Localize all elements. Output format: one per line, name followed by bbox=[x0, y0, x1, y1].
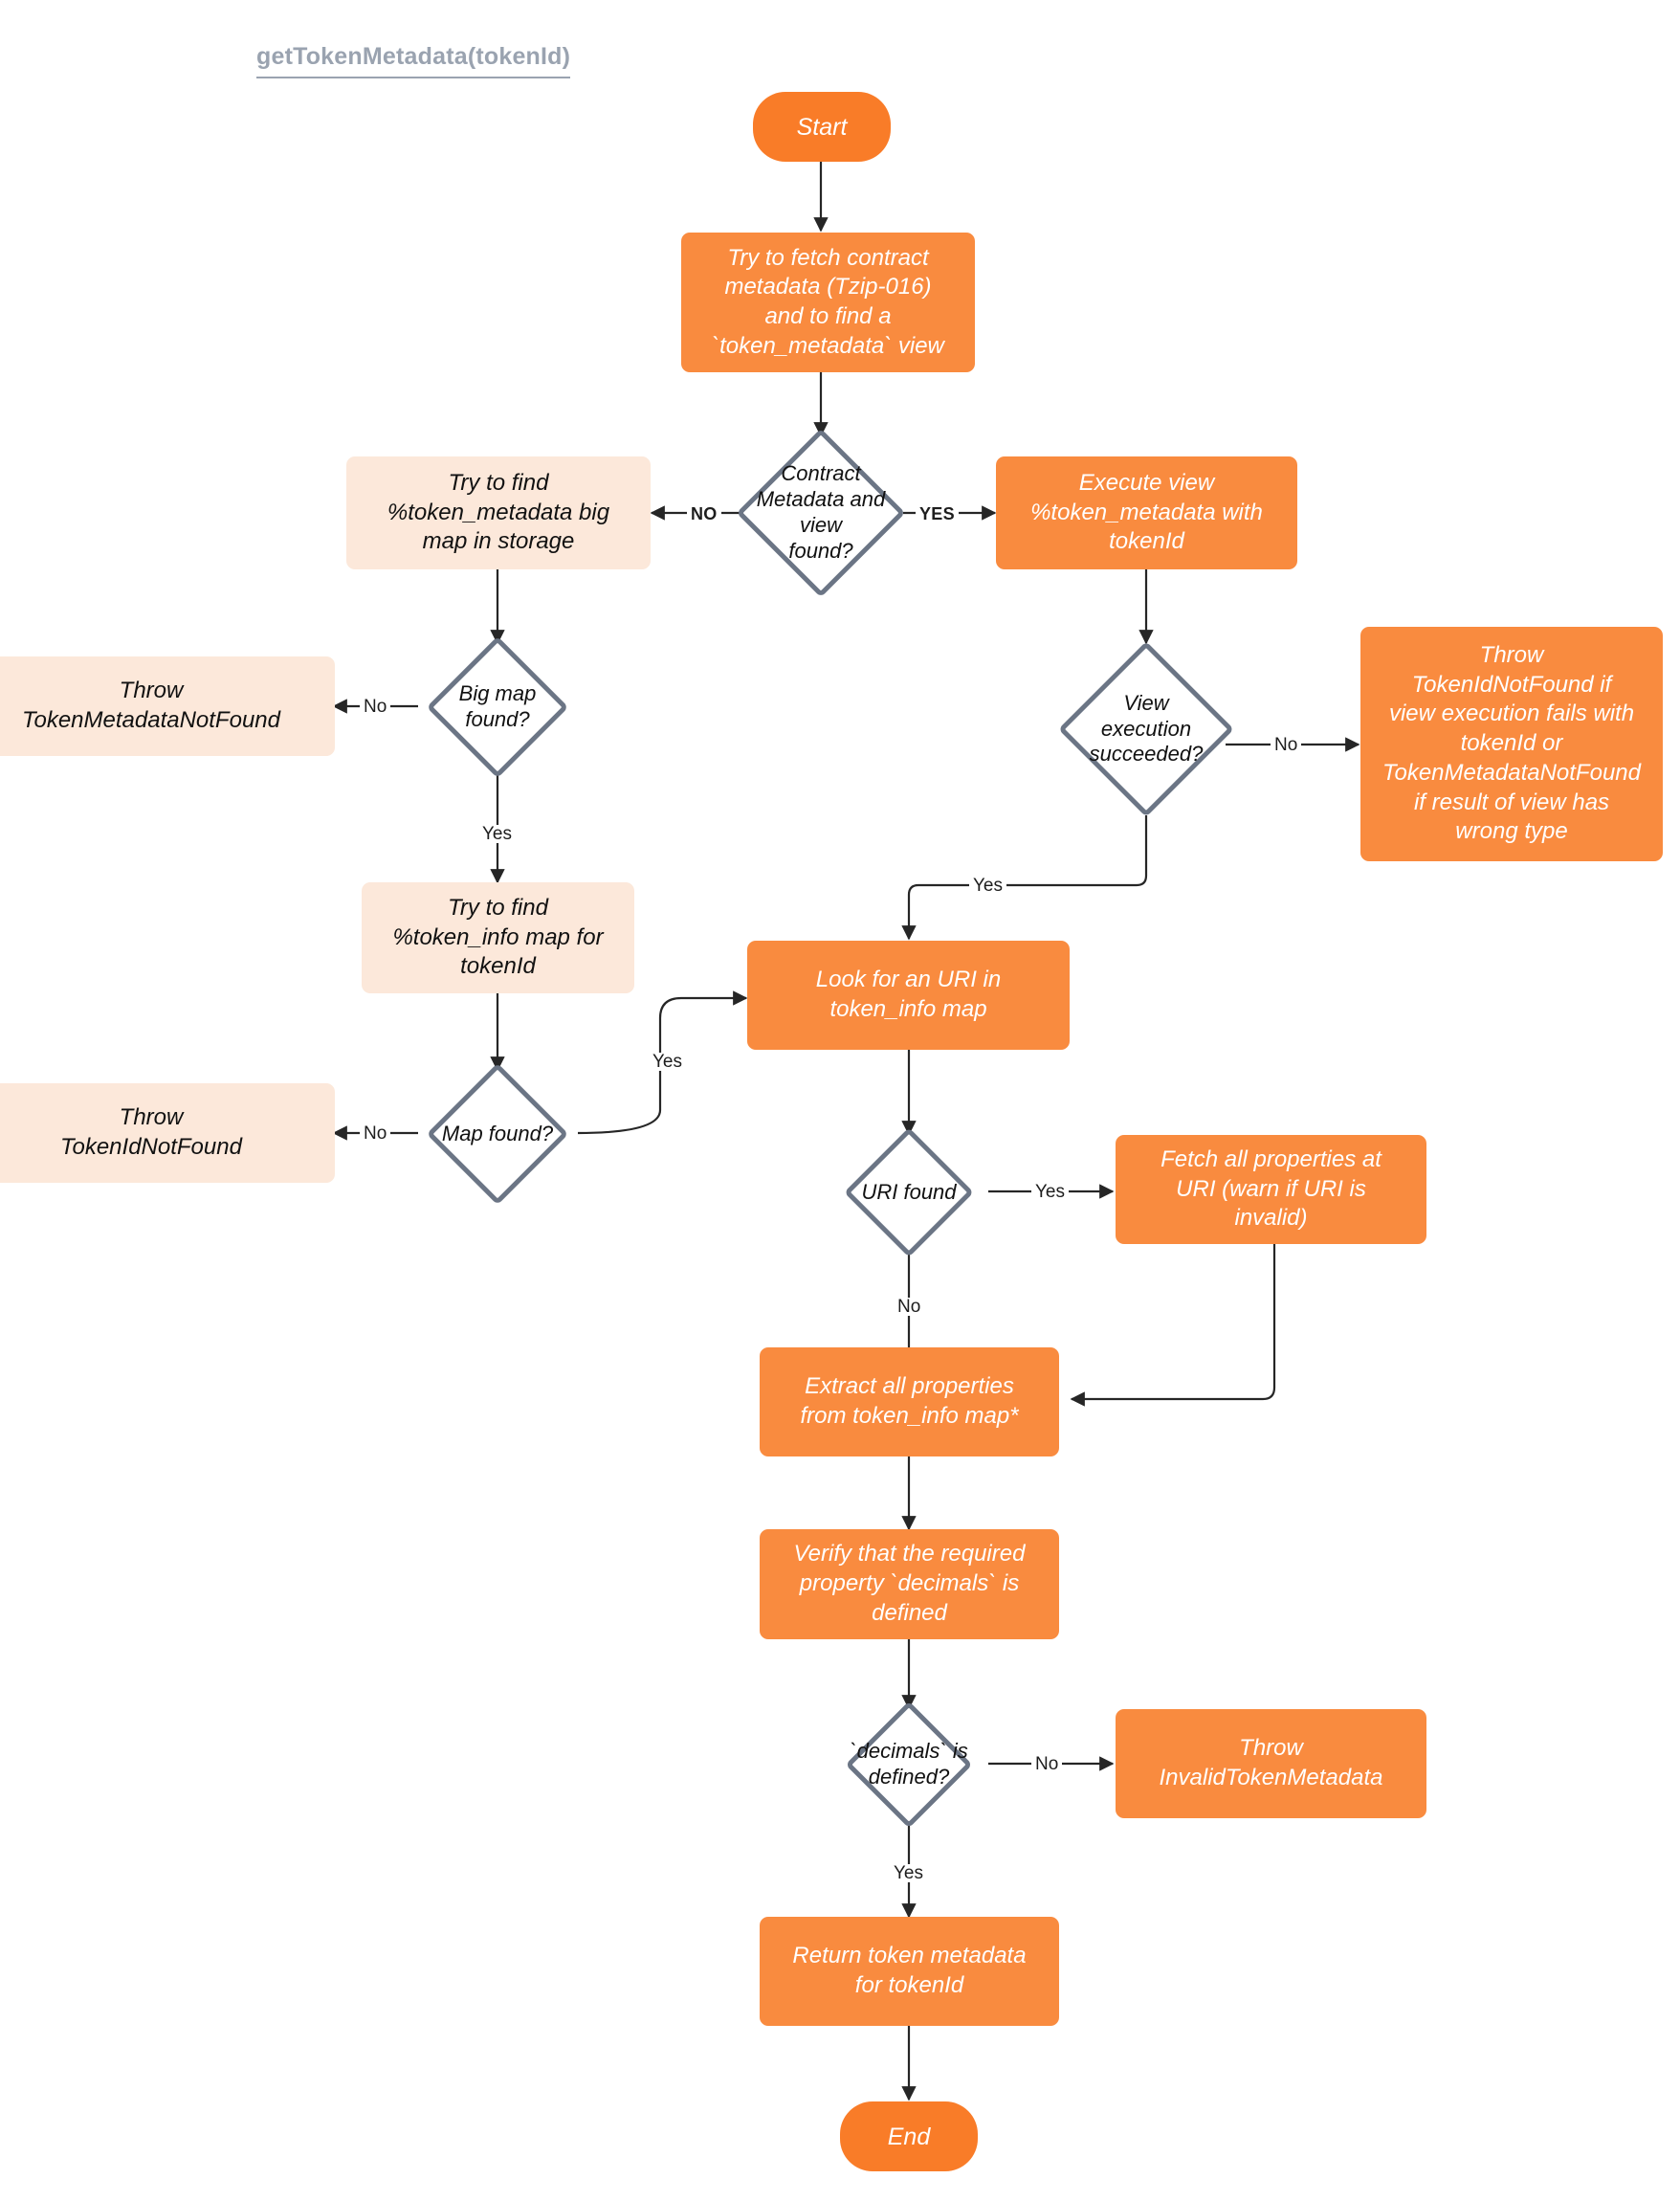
node-big-map-found[interactable]: Big map found? bbox=[406, 635, 589, 779]
node-map-found-label: Map found? bbox=[441, 1121, 554, 1145]
node-find-big-map-label: Try to find %token_metadata big map in s… bbox=[387, 469, 610, 555]
edge-label-big-map-no: No bbox=[360, 698, 391, 716]
edge-label-contract-yes: YES bbox=[916, 505, 959, 522]
edge-label-view-no: No bbox=[1271, 736, 1302, 754]
node-throw-token-id-not-found[interactable]: Throw TokenIdNotFound bbox=[0, 1083, 335, 1183]
node-start-label: Start bbox=[796, 113, 848, 141]
node-find-big-map[interactable]: Try to find %token_metadata big map in s… bbox=[346, 456, 651, 569]
node-end-label: End bbox=[887, 2123, 931, 2150]
edge-label-decimals-yes: Yes bbox=[890, 1864, 927, 1882]
node-throw-view-failure[interactable]: Throw TokenIdNotFound if view execution … bbox=[1360, 627, 1663, 861]
diagram-title: getTokenMetadata(tokenId) bbox=[256, 43, 571, 78]
node-map-found[interactable]: Map found? bbox=[406, 1062, 589, 1206]
edge-label-view-yes: Yes bbox=[969, 877, 1006, 895]
edge-label-uri-no: No bbox=[894, 1298, 925, 1316]
edge-label-map-yes: Yes bbox=[649, 1053, 686, 1071]
node-fetch-contract-metadata[interactable]: Try to fetch contract metadata (Tzip-016… bbox=[681, 233, 975, 372]
node-throw-token-metadata-not-found[interactable]: Throw TokenMetadataNotFound bbox=[0, 656, 335, 756]
node-look-for-uri-label: Look for an URI in token_info map bbox=[815, 967, 1002, 1022]
node-verify-decimals-label: Verify that the required property `decim… bbox=[793, 1541, 1026, 1626]
edge-label-map-no: No bbox=[360, 1124, 391, 1143]
edge-label-contract-no: NO bbox=[687, 505, 721, 522]
node-look-for-uri[interactable]: Look for an URI in token_info map bbox=[747, 941, 1070, 1050]
node-extract-properties[interactable]: Extract all properties from token_info m… bbox=[760, 1347, 1059, 1456]
node-throw-token-id-not-found-label: Throw TokenIdNotFound bbox=[60, 1104, 242, 1160]
node-decimals-defined[interactable]: `decimals` is defined? bbox=[817, 1701, 1001, 1829]
edge-label-uri-yes: Yes bbox=[1031, 1183, 1069, 1201]
node-fetch-properties-at-uri[interactable]: Fetch all properties at URI (warn if URI… bbox=[1116, 1135, 1426, 1244]
node-decimals-defined-label: `decimals` is defined? bbox=[850, 1739, 968, 1789]
node-throw-token-metadata-not-found-label: Throw TokenMetadataNotFound bbox=[22, 678, 280, 733]
node-return-metadata-label: Return token metadata for tokenId bbox=[792, 1943, 1027, 1998]
node-fetch-contract-metadata-label: Try to fetch contract metadata (Tzip-016… bbox=[712, 244, 944, 359]
edge-label-decimals-no: No bbox=[1031, 1755, 1063, 1773]
node-big-map-found-label: Big map found? bbox=[458, 681, 537, 731]
node-uri-found-label: URI found bbox=[861, 1179, 957, 1204]
node-find-token-info-map[interactable]: Try to find %token_info map for tokenId bbox=[362, 882, 634, 993]
node-contract-metadata-found-label: Contract Metadata and view found? bbox=[756, 461, 886, 563]
node-end[interactable]: End bbox=[840, 2101, 978, 2171]
node-contract-metadata-found[interactable]: Contract Metadata and view found? bbox=[735, 428, 907, 598]
node-throw-invalid-token-metadata-label: Throw InvalidTokenMetadata bbox=[1159, 1735, 1383, 1790]
node-execute-view[interactable]: Execute view %token_metadata with tokenI… bbox=[996, 456, 1297, 569]
node-start[interactable]: Start bbox=[753, 92, 891, 162]
edge-label-big-map-yes: Yes bbox=[478, 825, 516, 843]
node-throw-view-failure-label: Throw TokenIdNotFound if view execution … bbox=[1382, 641, 1641, 845]
node-throw-invalid-token-metadata[interactable]: Throw InvalidTokenMetadata bbox=[1116, 1709, 1426, 1818]
node-fetch-properties-at-uri-label: Fetch all properties at URI (warn if URI… bbox=[1161, 1145, 1382, 1232]
node-uri-found[interactable]: URI found bbox=[817, 1127, 1001, 1257]
node-find-token-info-map-label: Try to find %token_info map for tokenId bbox=[392, 894, 604, 980]
node-execute-view-label: Execute view %token_metadata with tokenI… bbox=[1030, 469, 1263, 555]
node-view-execution-succeeded[interactable]: View execution succeeded? bbox=[1054, 641, 1238, 817]
node-extract-properties-label: Extract all properties from token_info m… bbox=[800, 1373, 1019, 1429]
node-view-execution-succeeded-label: View execution succeeded? bbox=[1089, 690, 1204, 767]
node-return-metadata[interactable]: Return token metadata for tokenId bbox=[760, 1917, 1059, 2026]
node-verify-decimals[interactable]: Verify that the required property `decim… bbox=[760, 1529, 1059, 1639]
